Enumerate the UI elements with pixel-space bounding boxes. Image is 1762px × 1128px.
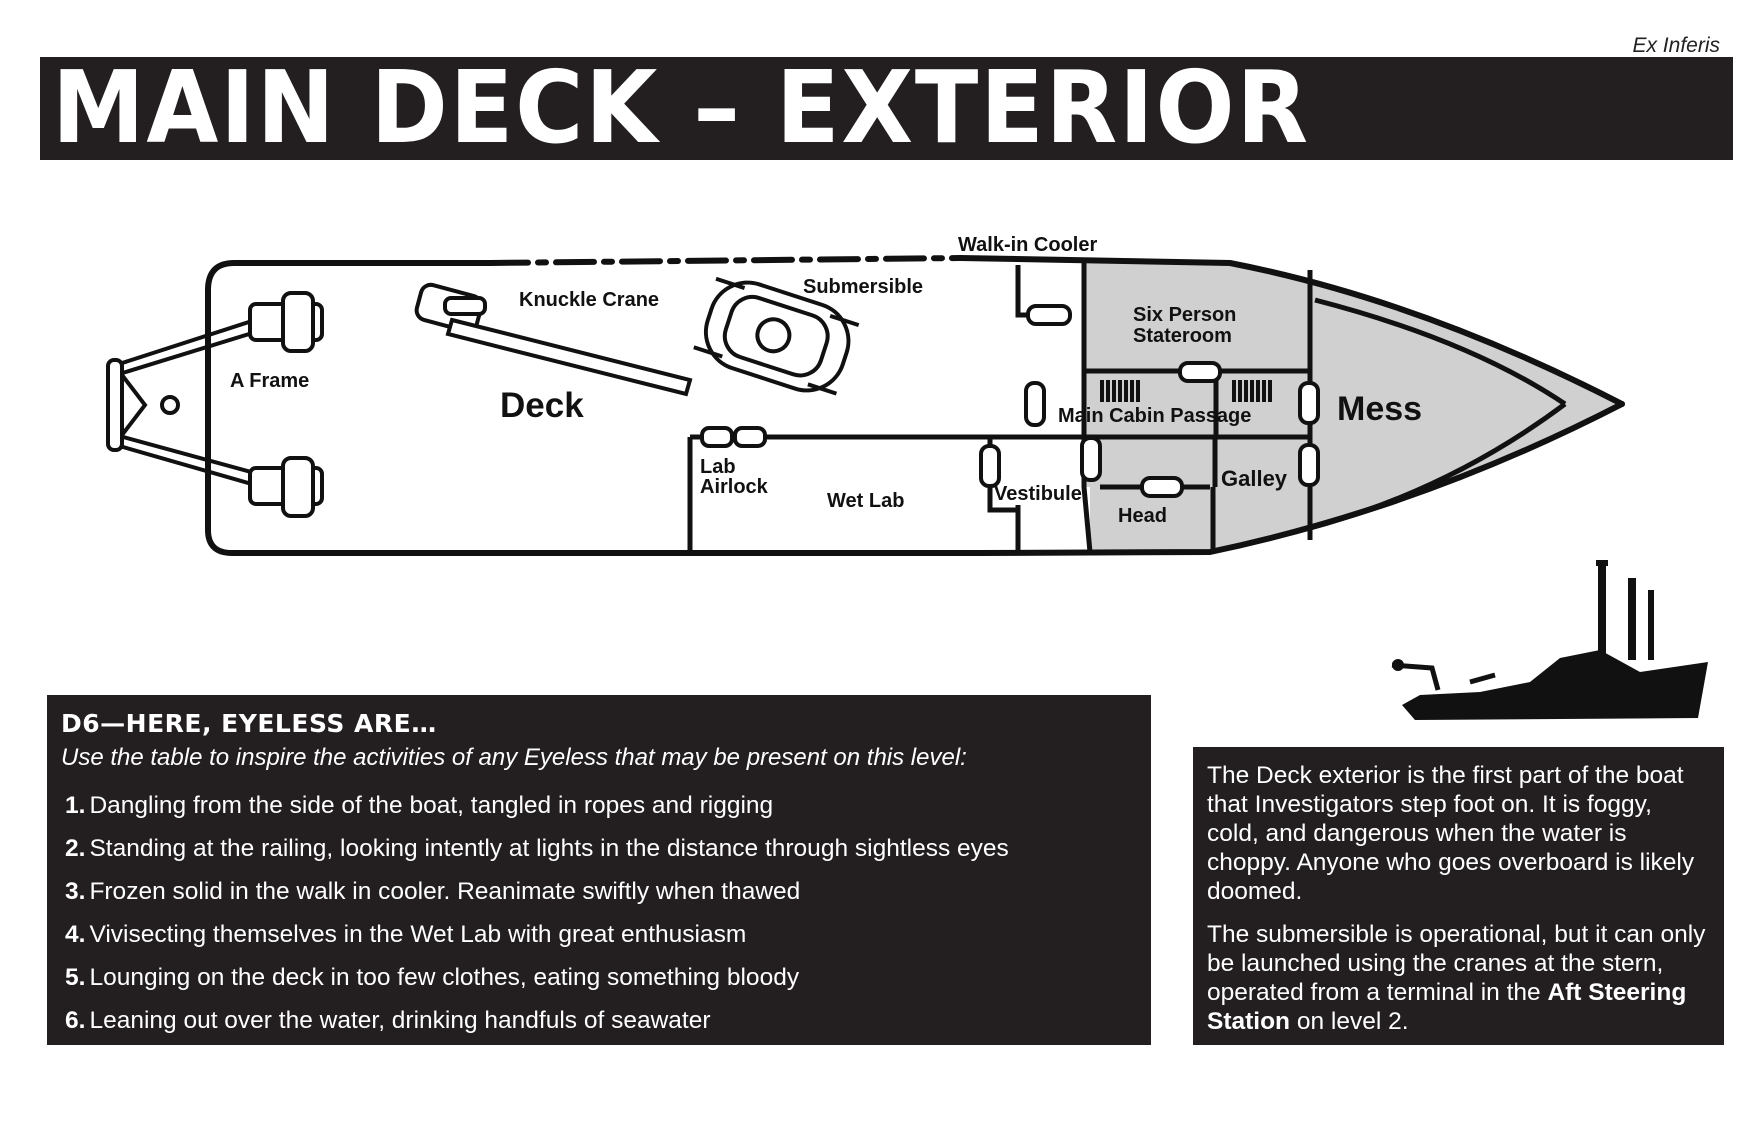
label-six-person-stateroom-2: Stateroom	[1133, 325, 1232, 347]
bow-inner-line	[1309, 297, 1567, 531]
list-item: 2.Standing at the railing, looking inten…	[65, 827, 1135, 870]
list-item: 3.Frozen solid in the walk in cooler. Re…	[65, 870, 1135, 913]
item-text: Leaning out over the water, drinking han…	[89, 1007, 711, 1034]
submersible-icon	[693, 276, 860, 396]
item-number: 6.	[65, 1007, 86, 1034]
item-number: 1.	[65, 792, 86, 819]
list-item: 4.Vivisecting themselves in the Wet Lab …	[65, 913, 1135, 956]
description-paragraph-2: The submersible is operational, but it c…	[1207, 920, 1710, 1036]
item-number: 5.	[65, 964, 86, 991]
label-lab-airlock-1: Lab	[700, 456, 736, 478]
label-lab-airlock-2: Airlock	[700, 476, 769, 498]
label-mess: Mess	[1337, 390, 1422, 428]
doors	[700, 304, 1320, 498]
list-item: 5.Lounging on the deck in too few clothe…	[65, 956, 1135, 999]
item-text: Frozen solid in the walk in cooler. Rean…	[89, 878, 801, 905]
label-walk-in-cooler: Walk-in Cooler	[958, 234, 1097, 256]
item-number: 3.	[65, 878, 86, 905]
description-paragraph-1: The Deck exterior is the first part of t…	[1207, 762, 1695, 905]
item-text: Dangling from the side of the boat, tang…	[89, 792, 774, 819]
label-head: Head	[1118, 505, 1167, 527]
interior-region	[1084, 263, 1622, 552]
label-submersible: Submersible	[803, 276, 923, 298]
label-knuckle-crane: Knuckle Crane	[519, 289, 659, 311]
item-number: 2.	[65, 835, 86, 862]
label-vestibule: Vestibule	[994, 483, 1082, 505]
label-a-frame: A Frame	[230, 370, 309, 392]
label-main-cabin-passage: Main Cabin Passage	[1058, 405, 1251, 427]
title-bar: MAIN DECK – EXTERIOR	[40, 53, 1733, 163]
item-text: Standing at the railing, looking intentl…	[89, 835, 1009, 862]
ship-silhouette-icon	[1391, 560, 1708, 720]
brand-label: Ex Inferis	[1632, 34, 1720, 57]
label-six-person-stateroom-1: Six Person	[1133, 304, 1236, 326]
item-text: Vivisecting themselves in the Wet Lab wi…	[89, 921, 747, 948]
list-item: 1.Dangling from the side of the boat, ta…	[65, 784, 1135, 827]
description-text: on level 2.	[1290, 1008, 1409, 1035]
table-intro: Use the table to inspire the activities …	[61, 744, 967, 771]
description-text: The submersible is operational, but it c…	[1207, 921, 1706, 1006]
description-panel: The Deck exterior is the first part of t…	[1193, 747, 1724, 1045]
knuckle-crane-icon	[414, 282, 693, 397]
list-item: 6.Leaning out over the water, drinking h…	[65, 999, 1135, 1042]
eyeless-table: D6—Here, Eyeless Are… Use the table to i…	[47, 695, 1151, 1045]
page-title: MAIN DECK – EXTERIOR	[52, 49, 1310, 166]
aft-steering-station-term: Aft Steering Station	[1207, 979, 1687, 1035]
table-list: 1.Dangling from the side of the boat, ta…	[61, 784, 1135, 1042]
item-text: Lounging on the deck in too few clothes,…	[89, 964, 800, 991]
label-wet-lab: Wet Lab	[827, 490, 904, 512]
item-number: 4.	[65, 921, 86, 948]
label-galley: Galley	[1221, 466, 1288, 491]
a-frame-icon	[106, 291, 324, 518]
table-title: D6—Here, Eyeless Are…	[61, 709, 437, 738]
stairs-icon	[1100, 380, 1272, 402]
label-deck: Deck	[500, 386, 584, 425]
